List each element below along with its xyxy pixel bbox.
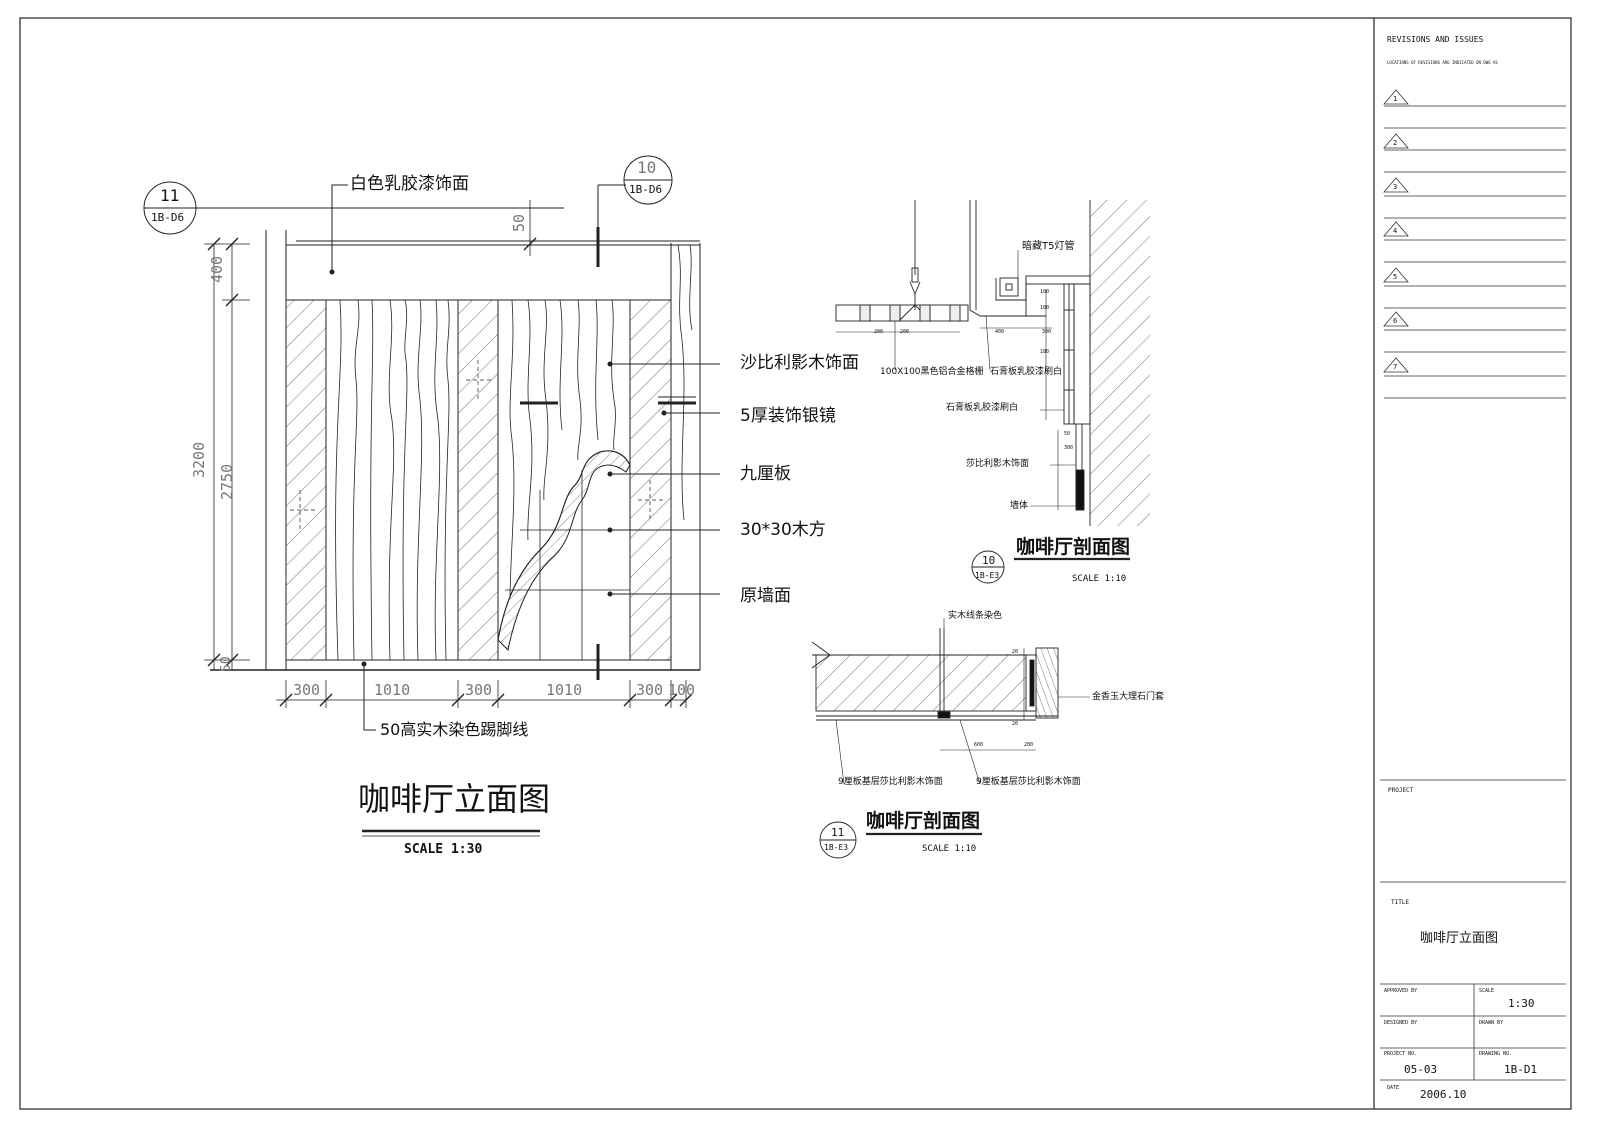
elevation-tag-top-sheet: 1B-D6 bbox=[629, 183, 663, 196]
revision-2: 2 bbox=[1393, 139, 1398, 147]
project-no-label: PROJECT NO. bbox=[1384, 1051, 1418, 1057]
elevation-drawing bbox=[143, 155, 720, 837]
project-no-value: 05-03 bbox=[1404, 1063, 1438, 1076]
revision-1: 1 bbox=[1393, 95, 1398, 103]
dim-bottom-1: 300 bbox=[293, 681, 321, 699]
s11-dim-d: 20 bbox=[1012, 721, 1019, 727]
revision-7: 7 bbox=[1393, 363, 1398, 371]
note-mirror: 5厚装饰银镜 bbox=[740, 406, 836, 426]
note-batten: 30*30木方 bbox=[740, 520, 826, 540]
s10-scale: SCALE 1:10 bbox=[1072, 574, 1127, 584]
drawn-by-label: DRAWN BY bbox=[1479, 1020, 1504, 1026]
s11-note-marble: 金香玉大理石门套 bbox=[1092, 692, 1165, 702]
s10-note-gypsum1: 石膏板乳胶漆刷白 bbox=[990, 367, 1063, 377]
s10-tag-sheet: 1B-E3 bbox=[975, 571, 1000, 580]
revisions-heading: REVISIONS AND ISSUES bbox=[1387, 35, 1484, 44]
revision-6: 6 bbox=[1393, 317, 1398, 325]
s10-dim-b: 200 bbox=[900, 329, 910, 335]
revision-4: 4 bbox=[1393, 227, 1398, 235]
s11-note-solid: 实木线条染色 bbox=[948, 611, 1003, 621]
dim-50-top: 50 bbox=[510, 213, 528, 232]
elevation-title: 咖啡厅立面图 bbox=[358, 780, 551, 818]
title-block-lines bbox=[1380, 89, 1566, 1081]
dim-50-bottom: 50 bbox=[219, 656, 234, 672]
revisions-note: LOCATIONS OF REVISIONS ARE INDICATED ON … bbox=[1387, 60, 1498, 65]
dim-bottom-2: 1010 bbox=[374, 681, 411, 699]
s10-note-light: 暗藏T5灯管 bbox=[1022, 241, 1075, 252]
s10-dim-a: 200 bbox=[874, 329, 884, 335]
elevation-scale: SCALE 1:30 bbox=[404, 842, 483, 857]
elevation-tag-left-sheet: 1B-D6 bbox=[151, 211, 185, 224]
note-paint: 白色乳胶漆饰面 bbox=[350, 174, 469, 194]
s10-dim-c: 400 bbox=[995, 329, 1005, 335]
s10-note-gypsum2: 石膏板乳胶漆刷白 bbox=[946, 403, 1019, 413]
s10-dim-f: 100 bbox=[1040, 305, 1050, 311]
note-ply: 九厘板 bbox=[740, 464, 791, 484]
note-wood: 沙比利影木饰面 bbox=[740, 353, 859, 373]
s10-title: 咖啡厅剖面图 bbox=[1016, 536, 1131, 558]
title-label: TITLE bbox=[1391, 899, 1410, 906]
scale-value: 1:30 bbox=[1508, 997, 1535, 1010]
approved-by-label: APPROVED BY bbox=[1384, 988, 1418, 994]
drawing-no-label: DRAWING NO. bbox=[1479, 1051, 1513, 1057]
dim-bottom-3: 300 bbox=[465, 681, 493, 699]
revision-3: 3 bbox=[1393, 183, 1398, 191]
s11-note-left: 9厘板基层莎比利影木饰面 bbox=[838, 777, 943, 787]
s10-dim-h: 300 bbox=[1064, 445, 1074, 451]
revision-5: 5 bbox=[1393, 273, 1398, 281]
dim-bottom-4: 1010 bbox=[546, 681, 583, 699]
elevation-tag-top-number: 10 bbox=[637, 158, 657, 177]
section-10-drawing bbox=[835, 200, 1150, 584]
section-11-drawing bbox=[811, 618, 1090, 859]
s10-tag-number: 10 bbox=[982, 554, 996, 567]
s11-tag-number: 11 bbox=[831, 826, 845, 839]
s10-note-wall: 墙体 bbox=[1010, 501, 1029, 511]
s11-dim-b: 200 bbox=[1024, 742, 1034, 748]
s11-dim-c: 20 bbox=[1012, 649, 1019, 655]
s11-dim-a: 600 bbox=[974, 742, 984, 748]
s10-dim-i: 50 bbox=[1064, 431, 1071, 437]
dim-2750: 2750 bbox=[218, 463, 236, 500]
drawing-no-value: 1B-D1 bbox=[1504, 1063, 1538, 1076]
s10-note-veneer: 莎比利影木饰面 bbox=[966, 459, 1030, 469]
dim-bottom-5: 300 bbox=[636, 681, 664, 699]
s10-dim-d: 300 bbox=[1042, 329, 1052, 335]
title-value: 咖啡厅立面图 bbox=[1420, 931, 1499, 946]
note-wall: 原墙面 bbox=[740, 586, 791, 606]
scale-label: SCALE bbox=[1479, 988, 1495, 994]
designed-by-label: DESIGNED BY bbox=[1384, 1020, 1418, 1026]
s11-note-right: 9厘板基层莎比利影木饰面 bbox=[976, 777, 1081, 787]
sheet-border bbox=[19, 17, 1572, 1110]
dim-3200: 3200 bbox=[190, 441, 208, 478]
s11-title: 咖啡厅剖面图 bbox=[866, 810, 981, 832]
s10-dim-e: 100 bbox=[1040, 289, 1050, 295]
s11-tag-sheet: 1B-E3 bbox=[824, 843, 849, 852]
project-label: PROJECT bbox=[1388, 787, 1414, 794]
note-skirting: 50高实木染色踢脚线 bbox=[380, 720, 529, 739]
date-label: DATE bbox=[1387, 1085, 1400, 1091]
s10-dim-g: 180 bbox=[1040, 349, 1050, 355]
date-value: 2006.10 bbox=[1420, 1088, 1467, 1101]
elevation-tag-left-number: 11 bbox=[160, 186, 180, 205]
dim-400: 400 bbox=[208, 255, 226, 283]
s11-scale: SCALE 1:10 bbox=[922, 844, 977, 854]
s10-note-grille: 100X100黑色铝合金格栅 bbox=[880, 367, 984, 377]
dim-bottom-6: 100 bbox=[668, 681, 696, 699]
